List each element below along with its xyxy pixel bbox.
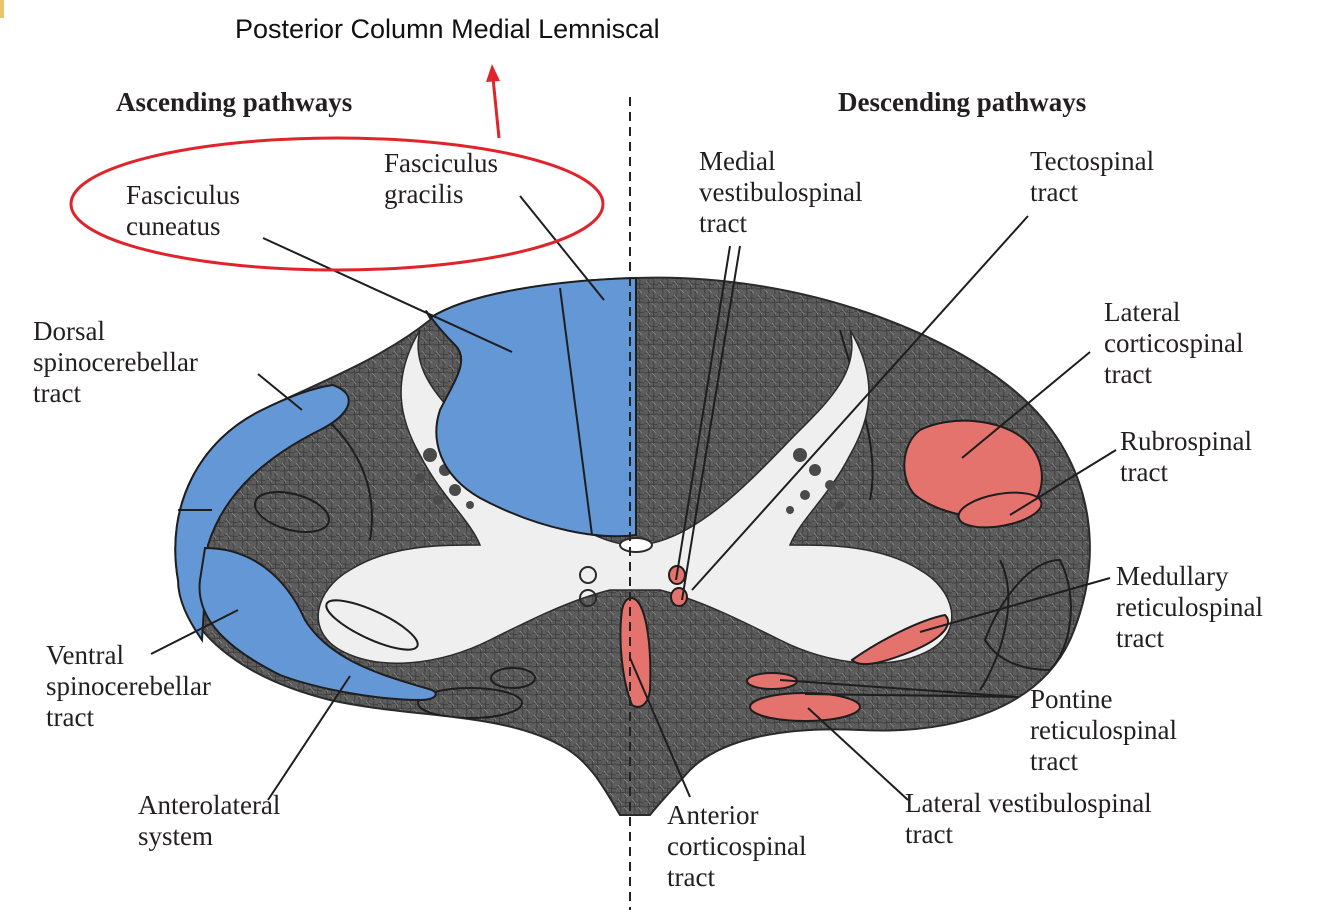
lateral-vestibulospinal-region [749, 692, 861, 722]
rubrospinal-region [957, 491, 1043, 529]
medullary-reticulospinal-region [850, 613, 950, 666]
highlight-arrow-head [486, 64, 500, 82]
dorsal-spinocerebellar-region [174, 383, 350, 643]
highlight-arrow-shaft [491, 77, 501, 139]
anterior-corticospinal-region [619, 596, 652, 708]
ventral-spinocerebellar-region [198, 546, 437, 702]
highlight-ellipse [69, 136, 605, 272]
central-canal [619, 537, 653, 553]
descending-tracts [619, 419, 1043, 722]
unfilled-tracts [254, 491, 1072, 719]
medial-vestibulospinal-region-b [670, 587, 688, 607]
gray-matter [317, 329, 953, 664]
corner-mark [0, 0, 4, 18]
leader-lines [150, 195, 1117, 801]
ascending-header: Ascending pathways [116, 87, 353, 117]
diagram-title: Posterior Column Medial Lemniscal [235, 14, 660, 44]
descending-header: Descending pathways [838, 87, 1087, 117]
